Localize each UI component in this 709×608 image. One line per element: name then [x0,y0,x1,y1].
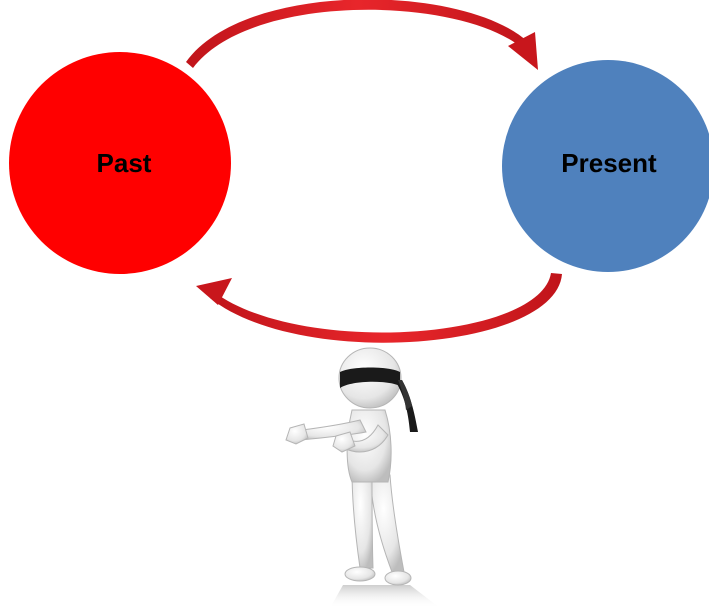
present-label: Present [561,148,657,178]
past-node: Past [9,52,231,274]
top-arrow-past-to-present [186,0,538,70]
present-circle [502,60,709,272]
bottom-arrow-present-to-past [196,273,562,343]
past-circle [9,52,231,274]
present-node: Present [502,60,709,272]
blindfolded-stick-figure-icon [285,347,440,608]
past-label: Past [97,148,152,178]
